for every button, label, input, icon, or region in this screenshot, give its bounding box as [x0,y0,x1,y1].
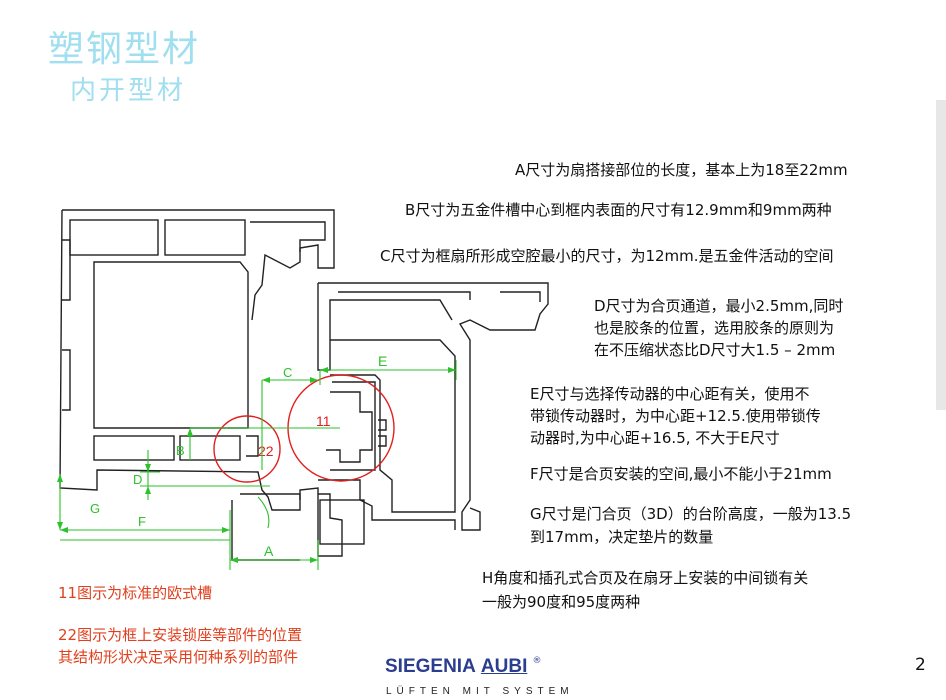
note-g-line2: 到17mm，决定垫片的数量 [530,528,714,546]
frame-profile [59,209,343,561]
scrollbar[interactable] [936,100,946,410]
note-h-line1: H角度和插孔式合页及在扇牙上安装的中间锁有关 [482,569,809,587]
dim-f-label: F [138,514,146,529]
legend-11: 11图示为标准的欧式槽 [58,584,213,602]
note-e-line1: E尺寸与选择传动器的中心距有关，使用不 [530,385,810,403]
note-h-line2: 一般为90度和95度两种 [482,593,641,611]
logo-tagline: LÜFTEN MIT SYSTEM [386,686,574,697]
circle-22-label: 22 [258,443,274,459]
siegenia-aubi-logo: SIEGENIA AUBI ® [385,656,541,678]
sash-profile [317,282,549,545]
note-d-line2: 也是胶条的位置，选用胶条的原则为 [594,319,835,337]
dim-e-label: E [378,353,387,369]
logo-registered-mark: ® [532,656,542,666]
note-e-line2: 带锁传动器时，为中心距+12.5.使用带锁传 [530,407,821,425]
logo-brand: SIEGENIA [385,656,476,677]
note-f: F尺寸是合页安装的空间,最小不能小于21mm [530,465,832,483]
note-d-line1: D尺寸为合页通道，最小2.5mm,同时 [594,297,844,315]
circle-11-label: 11 [316,413,331,429]
dimension-lines [59,360,457,570]
note-g-line1: G尺寸是门合页（3D）的台阶高度，一般为13.5 [530,505,852,523]
logo-brand2: AUBI [480,656,528,677]
page-subtitle: 内开型材 [70,76,187,106]
legend-22-line2: 其结构形状决定采用何种系列的部件 [58,648,299,666]
note-b: B尺寸为五金件槽中心到框内表面的尺寸有12.9mm和9mm两种 [405,201,832,219]
dim-g-label: G [90,501,100,516]
note-d-line3: 在不压缩状态比D尺寸大1.5 – 2mm [594,341,836,359]
dim-b-label: B [176,443,185,458]
note-a: A尺寸为扇搭接部位的长度，基本上为18至22mm [515,161,848,179]
note-e-line3: 动器时,为中心距+16.5, 不大于E尺寸 [530,429,780,447]
note-c: C尺寸为框扇所形成空腔最小的尺寸，为12mm.是五金件活动的空间 [380,247,834,265]
dim-c-label: C [283,365,292,380]
page-title: 塑钢型材 [48,29,201,70]
dim-a-label: A [264,543,274,559]
dimension-arrows [57,367,456,563]
page-number: 2 [915,655,926,675]
legend-22-line1: 22图示为框上安装锁座等部件的位置 [58,626,303,644]
dim-d-label: D [133,472,142,487]
circle-22 [213,415,281,483]
